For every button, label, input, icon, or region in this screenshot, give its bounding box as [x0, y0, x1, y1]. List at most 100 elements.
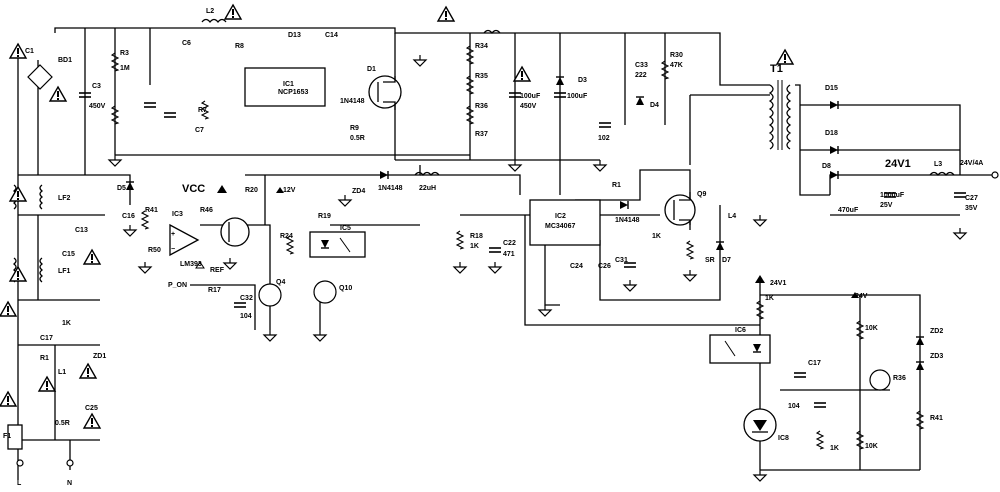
ic5-label: IC5 [340, 225, 351, 232]
bus-24v-label: 24V1 [885, 158, 911, 170]
ic2-part: MC34067 [545, 223, 575, 230]
svg-text:1M: 1M [120, 65, 130, 72]
ground-symbols [108, 54, 967, 482]
ground-icon [223, 257, 237, 270]
svg-text:R1: R1 [40, 355, 49, 362]
line-l-label: L [17, 480, 22, 487]
ic1-part: NCP1653 [278, 89, 308, 96]
svg-text:D7: D7 [722, 257, 731, 264]
svg-text:ZD3: ZD3 [930, 353, 943, 360]
svg-text:−: − [171, 246, 175, 253]
q10-label: Q10 [339, 285, 352, 292]
q4-label: Q4 [276, 279, 285, 286]
v12-label: 12V [283, 187, 296, 194]
svg-text:R34: R34 [475, 43, 488, 50]
ground-icon [338, 194, 352, 207]
svg-text:D8: D8 [822, 163, 831, 170]
ic3-label: IC3 [172, 211, 183, 218]
top-24v-label: 24V [855, 293, 868, 300]
warning-triangle-icon [0, 301, 17, 317]
lf1-label: LF1 [58, 268, 71, 275]
warning-triangle-icon [38, 376, 56, 392]
warning-triangle-icon [9, 43, 27, 59]
c1-label: C1 [25, 48, 34, 55]
svg-text:D18: D18 [825, 130, 838, 137]
ic2-label: IC2 [555, 213, 566, 220]
svg-text:C24: C24 [570, 263, 583, 270]
svg-text:100uF: 100uF [567, 93, 588, 100]
ground-icon [593, 159, 607, 172]
svg-text:ZD1: ZD1 [93, 353, 106, 360]
warning-triangle-icon [0, 391, 17, 407]
l1-label: L1 [58, 369, 66, 376]
arrow-up-icon [851, 292, 859, 298]
svg-text:35V: 35V [965, 205, 978, 212]
warning-triangle-icon [83, 413, 101, 429]
arrow-up-icon [755, 275, 765, 283]
svg-text:471: 471 [503, 251, 515, 258]
svg-text:470uF: 470uF [838, 207, 859, 214]
svg-text:C22: C22 [503, 240, 516, 247]
ground-icon [138, 261, 152, 274]
ground-icon [753, 214, 767, 227]
ground-icon [683, 269, 697, 282]
svg-text:0.5R: 0.5R [55, 420, 70, 427]
ref-label: REF [210, 267, 225, 274]
warning-triangle-icon [224, 4, 242, 20]
l3-label: L3 [934, 161, 942, 168]
ground-icon [453, 261, 467, 274]
l2-label: L2 [206, 8, 214, 15]
ground-icon [123, 224, 137, 237]
svg-text:104: 104 [240, 313, 252, 320]
ground-icon [263, 329, 277, 342]
svg-text:ZD4: ZD4 [352, 188, 365, 195]
ic1-label: IC1 [283, 81, 294, 88]
optocoupler-ic6: IC6 [709, 327, 771, 364]
svg-text:R20: R20 [245, 187, 258, 194]
svg-text:222: 222 [635, 72, 647, 79]
svg-text:C25: C25 [85, 405, 98, 412]
svg-text:10K: 10K [865, 325, 878, 332]
svg-text:R50: R50 [148, 247, 161, 254]
vcc-label: VCC [182, 183, 205, 195]
warning-triangle-icon [437, 6, 455, 22]
ground-icon [953, 227, 967, 240]
output-24v-label: 24V/4A [960, 160, 983, 167]
svg-text:C3: C3 [92, 83, 101, 90]
svg-text:10K: 10K [865, 443, 878, 450]
svg-text:C7: C7 [195, 127, 204, 134]
svg-text:47K: 47K [670, 62, 683, 69]
opto-24v-label: 24V1 [770, 280, 786, 287]
svg-text:R17: R17 [208, 287, 221, 294]
svg-text:C13: C13 [75, 227, 88, 234]
svg-text:C17: C17 [808, 360, 821, 367]
q8-label: Q9 [697, 191, 706, 198]
svg-text:R8: R8 [235, 43, 244, 50]
svg-text:R9: R9 [350, 125, 359, 132]
svg-text:R30: R30 [670, 52, 683, 59]
svg-text:1N4148: 1N4148 [615, 217, 640, 224]
svg-text:C6: C6 [182, 40, 191, 47]
svg-text:R41: R41 [145, 207, 158, 214]
optocoupler-ic5: IC5 [309, 225, 366, 258]
svg-text:1K: 1K [62, 320, 71, 327]
l-22uh-label: 22uH [419, 185, 436, 192]
svg-text:R37: R37 [475, 131, 488, 138]
wiring [17, 27, 995, 480]
t1-label: T1 [770, 63, 783, 75]
svg-text:C15: C15 [62, 251, 75, 258]
l4-label: L4 [728, 213, 736, 220]
warning-triangle-icon [513, 66, 531, 82]
warning-triangle-icon [79, 363, 97, 379]
svg-text:D5: D5 [117, 185, 126, 192]
arrow-up-icon [276, 187, 284, 193]
svg-text:C31: C31 [615, 257, 628, 264]
svg-text:R3: R3 [120, 50, 129, 57]
ground-icon [488, 261, 502, 274]
svg-text:102: 102 [598, 135, 610, 142]
warning-triangle-icon [49, 86, 67, 102]
svg-text:450V: 450V [520, 103, 537, 110]
svg-text:R35: R35 [475, 73, 488, 80]
svg-text:R18: R18 [470, 233, 483, 240]
component-labels: C3 450V R3 1M C6 R8 C7 R7 D13 C14 1N4148… [40, 32, 983, 452]
